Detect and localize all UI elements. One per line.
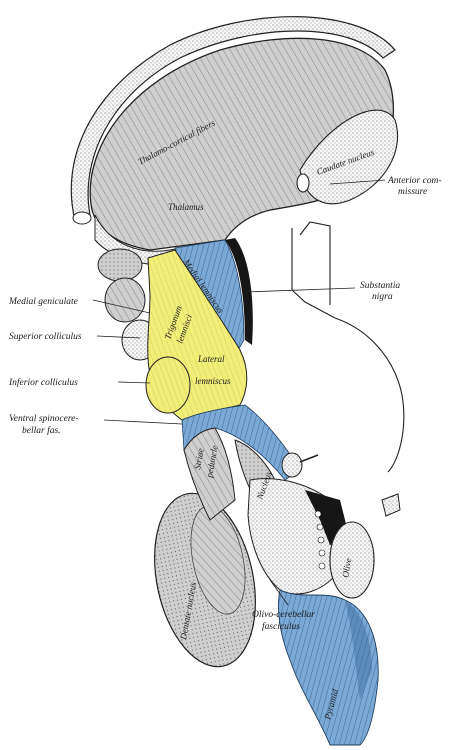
inferior-colliculus — [145, 356, 191, 414]
label-medial-geniculate: Medial geniculate — [8, 297, 78, 307]
label-inferior-colliculus: Inferior colliculus — [8, 377, 78, 388]
hemisphere-outline — [291, 228, 405, 473]
label-ventral-spinocerebellar-1: Ventral spinocere- — [9, 414, 79, 424]
root-dots — [314, 510, 326, 570]
anterior-commissure-knob — [296, 173, 310, 193]
label-olivo-cerebellar-1: Olivo-cerebellar — [252, 610, 315, 620]
substantia-nigra — [225, 238, 253, 345]
olive — [329, 521, 375, 599]
label-superior-colliculus: Superior colliculus — [9, 332, 82, 342]
nerve-knob — [281, 452, 303, 478]
label-ventral-spinocerebellar-2: bellar fas. — [22, 425, 61, 436]
caudate-nucleus — [299, 109, 399, 205]
hemisphere-outline-lower — [299, 221, 331, 305]
label-thalamus: Thalamus — [168, 202, 204, 212]
leader-lines — [92, 179, 386, 606]
cut-stump — [381, 493, 401, 517]
label-striae-1: Striae — [192, 447, 206, 470]
label-substantia-nigra-2: nigra — [372, 292, 393, 302]
label-substantia-nigra-1: Substantia — [360, 281, 400, 291]
cerebellum — [154, 492, 256, 668]
nerve-stalk — [299, 454, 319, 463]
pyramid-shadow — [345, 600, 372, 700]
fornix-cut-end — [72, 211, 92, 225]
label-anterior-commissure-2: missure — [398, 187, 427, 197]
label-anterior-commissure-1: Anterior com- — [387, 176, 442, 186]
label-olive: Olive — [340, 557, 353, 578]
label-olivo-cerebellar-2: fasciculus — [262, 621, 300, 632]
fornix-arch — [70, 16, 396, 221]
label-lateral-lemniscus-1: Lateral — [197, 354, 225, 364]
label-lateral-lemniscus-2: lemniscus — [195, 376, 231, 386]
striae-column — [183, 427, 236, 521]
